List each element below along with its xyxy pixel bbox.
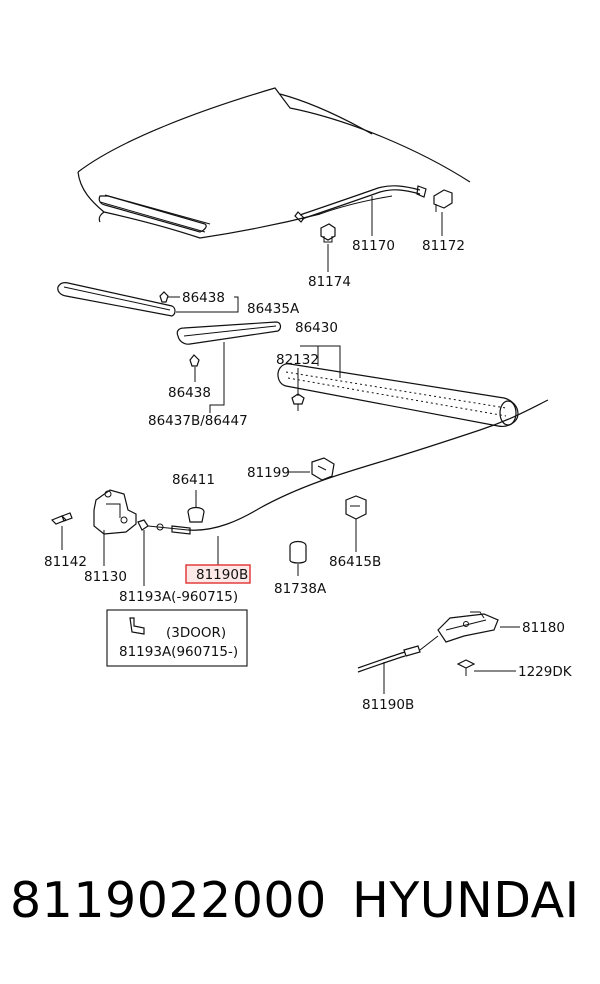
label-81174: 81174 xyxy=(308,274,351,290)
cable-clip-81193A: 81193A(-960715) xyxy=(119,519,238,605)
bolt-81142: 81142 xyxy=(44,512,87,570)
exploded-parts-diagram: 81170 81172 81174 86438 86435A 86438 xyxy=(44,87,573,713)
label-81170: 81170 xyxy=(352,238,395,254)
label-86437B-group: 86437B/86447 xyxy=(148,342,248,429)
label-86438-lower: 86438 xyxy=(168,385,211,401)
label-81130: 81130 xyxy=(84,569,127,585)
support-rod-clip: 81172 xyxy=(422,189,465,254)
bumper-86415B: 86415B xyxy=(329,495,381,570)
label-86435A: 86435A xyxy=(247,301,300,317)
label-86415B: 86415B xyxy=(329,554,381,570)
label-81172: 81172 xyxy=(422,238,465,254)
label-86435A-group: 86435A xyxy=(176,296,300,317)
label-81738A: 81738A xyxy=(274,581,327,597)
label-86430-group: 86430 xyxy=(295,320,341,378)
stopper-86411: 86411 xyxy=(172,472,215,523)
brand-name: HYUNDAI xyxy=(352,872,580,929)
label-3door: (3DOOR) xyxy=(166,625,226,641)
clip-86438-lower: 86438 xyxy=(168,354,211,401)
label-81180: 81180 xyxy=(522,620,565,636)
screw-1229DK: 1229DK xyxy=(456,659,573,680)
label-82132: 82132 xyxy=(276,352,319,368)
cable-clip-81199: 81199 xyxy=(247,457,335,481)
label-81193A-pre: 81193A(-960715) xyxy=(119,589,238,605)
clip-82132: 82132 xyxy=(276,352,319,411)
hood-support-rod: 81170 xyxy=(294,185,427,254)
hood-molding-lower xyxy=(176,321,282,345)
hood-release-cable xyxy=(147,399,549,566)
highlighted-part-81190B: 81190B xyxy=(185,564,251,584)
label-81199: 81199 xyxy=(247,465,290,481)
support-rod-grommet: 81174 xyxy=(308,223,351,290)
inset-frame xyxy=(106,609,248,667)
label-81190B-highlight: 81190B xyxy=(196,567,248,583)
release-handle-81180: 81180 xyxy=(437,611,565,643)
label-81142: 81142 xyxy=(44,554,87,570)
label-86411: 86411 xyxy=(172,472,215,488)
label-1229DK: 1229DK xyxy=(518,664,573,680)
label-81193A-post: 81193A(960715-) xyxy=(119,644,238,660)
clip-86438-upper: 86438 xyxy=(159,290,225,306)
label-86438-upper: 86438 xyxy=(182,290,225,306)
stopper-81738A: 81738A xyxy=(274,540,327,597)
hood-latch-81130: 81130 xyxy=(84,489,137,585)
label-86437B-86447: 86437B/86447 xyxy=(148,413,248,429)
label-86430: 86430 xyxy=(295,320,338,336)
cable-end-81190B: 81190B xyxy=(357,635,439,713)
hood-weatherstrip xyxy=(277,363,519,427)
inset-3door: (3DOOR) 81193A(960715-) xyxy=(106,609,248,667)
label-81190B-end: 81190B xyxy=(362,697,414,713)
part-number: 8119022000 xyxy=(10,872,327,929)
hood-molding-upper xyxy=(57,282,176,317)
highlight-box xyxy=(185,564,251,584)
footer-caption: 8119022000 HYUNDAI xyxy=(0,872,600,952)
hood-panel xyxy=(77,87,471,239)
